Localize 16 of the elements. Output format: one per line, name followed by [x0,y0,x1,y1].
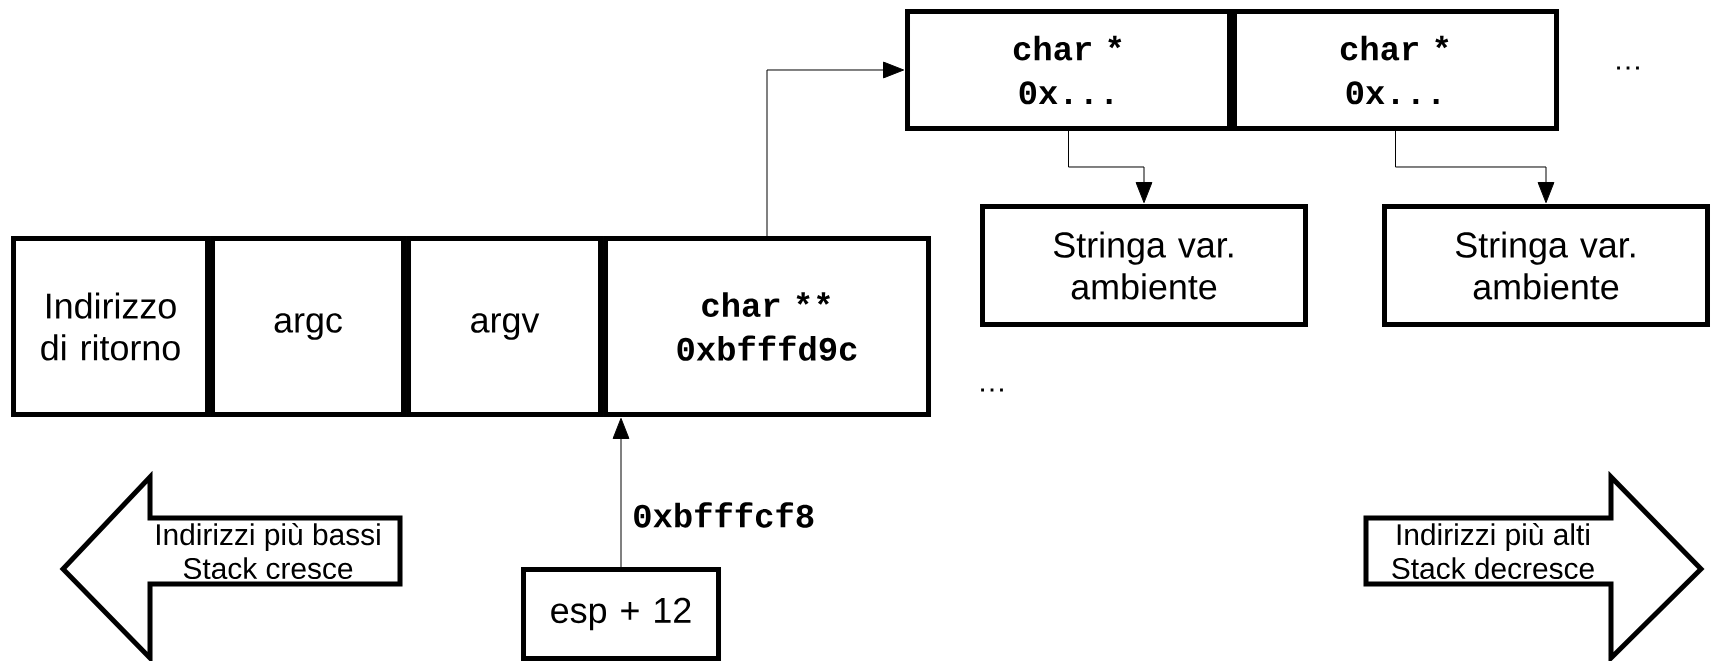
string-box: Stringa var. ambiente [980,204,1308,327]
arrow [766,61,905,237]
arrow [1068,130,1153,204]
memory-cell: Indirizzo di ritorno [11,236,210,417]
arrow [1395,130,1555,204]
arrow [612,417,630,568]
memory-cell: char ** 0xbfffd9c [603,236,931,417]
ellipsis: … [981,388,1003,392]
memory-cell: argv [406,236,603,417]
memory-cell: char * 0x... [905,9,1232,131]
string-box: Stringa var. ambiente [1382,204,1710,327]
edge-label: 0xbfffcf8 [630,500,818,530]
ellipsis: … [1617,66,1639,70]
register-box: esp + 12 [521,567,721,661]
memory-cell: char * 0x... [1232,9,1559,131]
memory-cell: argc [210,236,406,417]
